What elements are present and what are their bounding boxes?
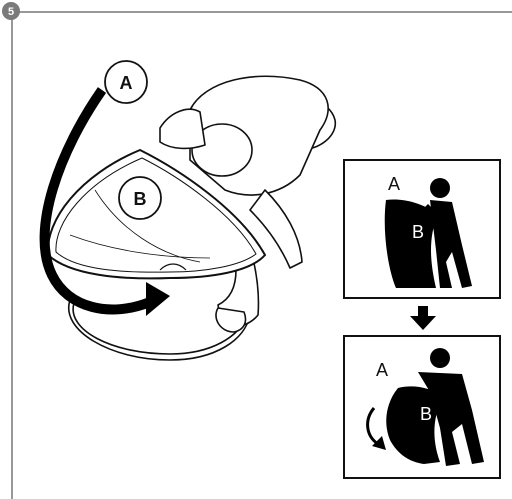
step-badge: 5 bbox=[2, 2, 20, 20]
inset-top-label-a: A bbox=[388, 174, 400, 194]
inset-top: A B bbox=[344, 160, 500, 298]
callout-a: A bbox=[105, 61, 147, 103]
step-number: 5 bbox=[8, 6, 14, 18]
callout-b: B bbox=[119, 177, 161, 219]
inset-bottom-label-b: B bbox=[420, 404, 432, 424]
inset-top-label-b: B bbox=[412, 222, 424, 242]
inset-bottom-label-a: A bbox=[376, 360, 388, 380]
inset-bottom: A B bbox=[344, 336, 500, 478]
arrow-down-icon bbox=[410, 306, 436, 330]
main-illustration: A B bbox=[45, 61, 336, 360]
callout-a-label: A bbox=[120, 73, 133, 93]
callout-b-label: B bbox=[134, 189, 147, 209]
